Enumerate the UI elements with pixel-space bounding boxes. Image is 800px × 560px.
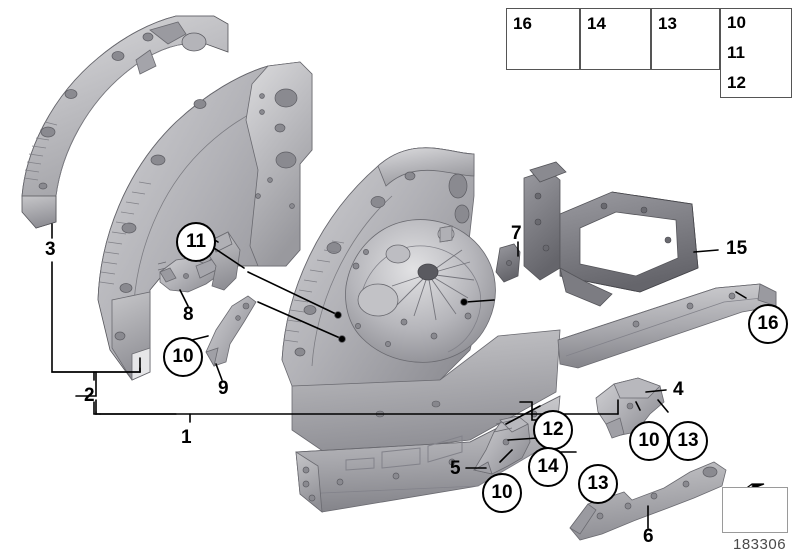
circled-callout-14-label: 14 xyxy=(537,456,559,477)
circled-callout-10-a-label: 10 xyxy=(172,346,194,367)
callout-5: 5 xyxy=(450,458,461,479)
legend-label-12: 12 xyxy=(727,73,746,92)
circled-callout-13-b: 13 xyxy=(668,421,708,461)
circled-callout-13-b-label: 13 xyxy=(677,430,699,451)
circled-callout-10-b: 10 xyxy=(482,473,522,513)
legend-label-10: 10 xyxy=(727,13,746,32)
circled-callout-16-label: 16 xyxy=(757,313,779,334)
circled-callout-11: 11 xyxy=(176,222,216,262)
circled-callout-12: 12 xyxy=(533,410,573,450)
circled-callout-10-a: 10 xyxy=(163,337,203,377)
callout-15: 15 xyxy=(726,238,748,259)
callout-4: 4 xyxy=(673,379,684,400)
circled-callout-13-a: 13 xyxy=(578,464,618,504)
callout-2: 2 xyxy=(84,385,95,406)
circled-callout-10-c-label: 10 xyxy=(638,430,660,451)
circled-callout-14: 14 xyxy=(528,447,568,487)
callout-9: 9 xyxy=(218,378,229,399)
circled-callout-12-label: 12 xyxy=(542,419,564,440)
legend-label-13: 13 xyxy=(658,14,677,33)
callout-1: 1 xyxy=(181,427,192,448)
callout-3: 3 xyxy=(45,239,56,260)
callout-6: 6 xyxy=(643,526,654,547)
legend-cell-13: 13 xyxy=(651,8,720,70)
circled-callout-11-label: 11 xyxy=(185,231,207,252)
legend-cell-10-11-12: 10 11 12 xyxy=(720,8,792,98)
circled-callout-13-a-label: 13 xyxy=(587,473,609,494)
legend-label-14: 14 xyxy=(587,14,606,33)
circled-callout-16: 16 xyxy=(748,304,788,344)
circled-callout-10-c: 10 xyxy=(629,421,669,461)
circled-callout-10-b-label: 10 xyxy=(491,482,513,503)
legend-label-11: 11 xyxy=(727,43,745,62)
legend-cell-16: 16 xyxy=(506,8,580,70)
diagram-part-number: 183306 xyxy=(733,536,787,553)
legend-label-16: 16 xyxy=(513,14,532,33)
callout-7: 7 xyxy=(511,223,522,244)
direction-arrow-icon xyxy=(722,487,788,533)
legend-cell-14: 14 xyxy=(580,8,651,70)
callout-8: 8 xyxy=(183,304,194,325)
